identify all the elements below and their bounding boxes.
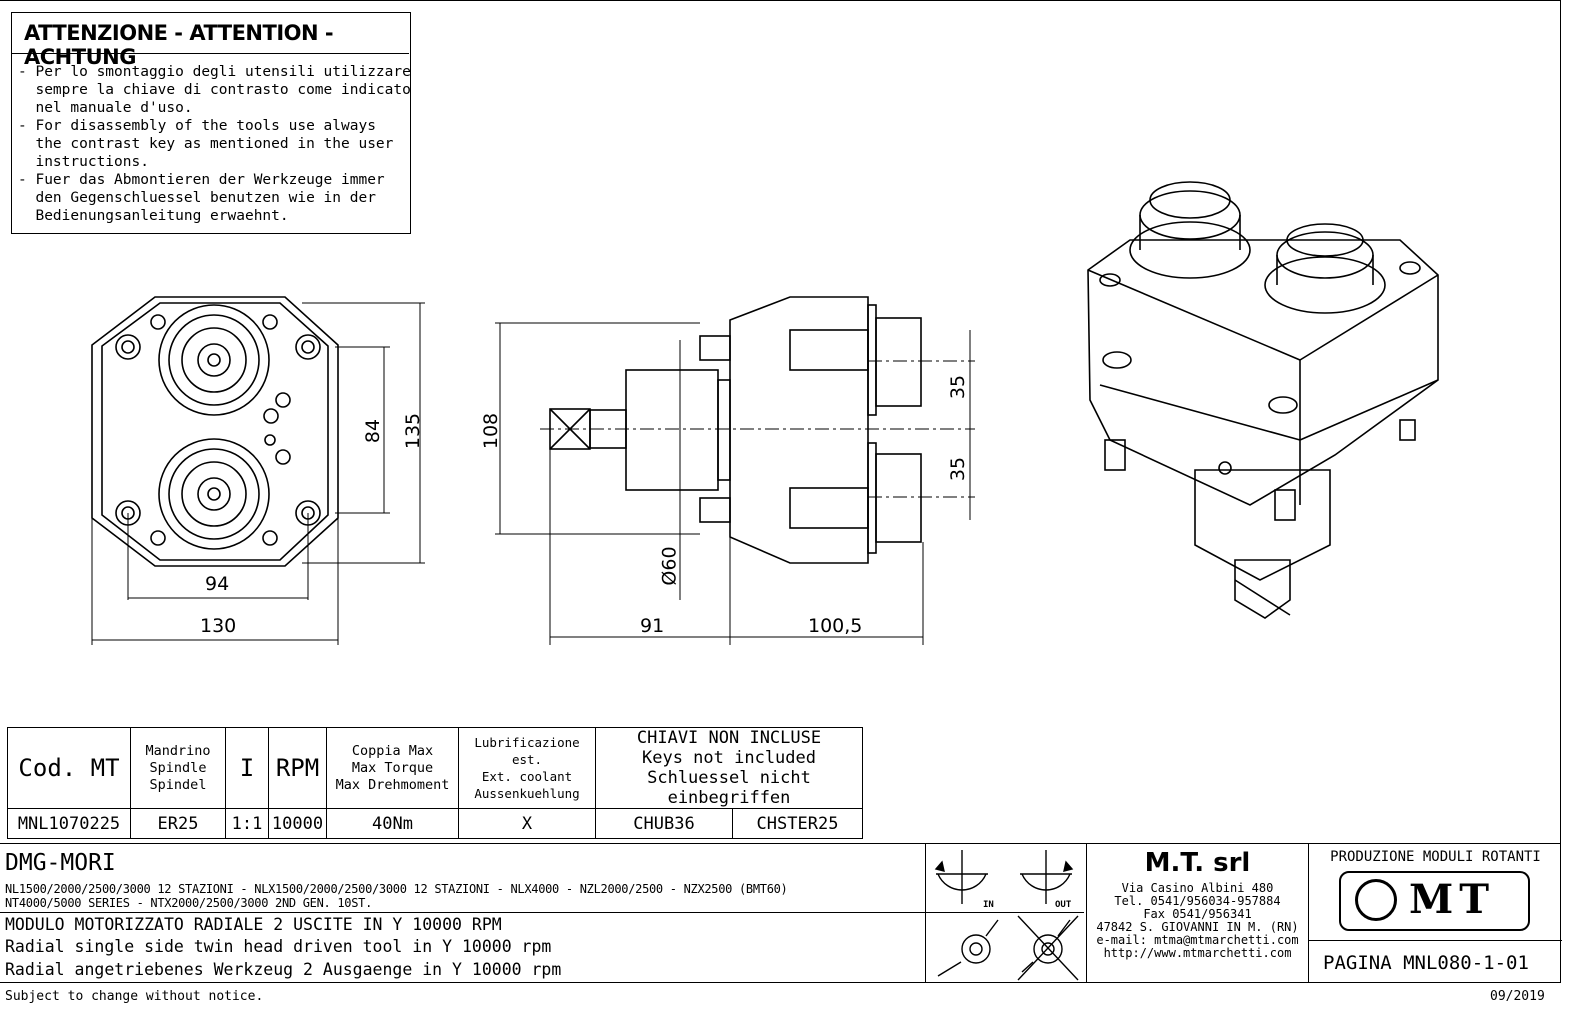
company-block: M.T. srl Via Casino Albini 480 Tel. 0541… [1085,844,1310,982]
company-fax: Fax 0541/956341 [1143,907,1252,921]
warning-line: Bedienungsanleitung erwaehnt. [18,208,289,224]
dim-side-shaft-diameter: Ø60 [658,546,681,586]
cell-spindle: ER25 [130,808,226,839]
spec-table: Cod. MT Mandrino Spindle Spindel I RPM C… [7,727,863,839]
footer-notice: Subject to change without notice. [5,989,264,1004]
description-de: Radial angetriebenes Werkzeug 2 Ausgaeng… [5,960,562,979]
warning-line: - For disassembly of the tools use alway… [18,118,376,134]
dim-side-length-b: 100,5 [808,615,863,637]
header-rpm: RPM [268,727,327,809]
header-ratio: I [225,727,269,809]
table-row: MNL1070225 ER25 1:1 10000 40Nm X CHUB36 … [7,808,863,839]
models-line-2: NT4000/5000 SERIES - NTX2000/2500/3000 2… [5,896,373,910]
header-coolant: Lubrificazione est. Ext. coolant Aussenk… [458,727,596,809]
cell-coolant: X [458,808,596,839]
dim-side-height: 108 [480,412,503,450]
rotation-in-label: IN [983,900,994,910]
logo-text: MT [1409,876,1496,923]
dim-front-height-outer: 135 [402,412,425,450]
company-address: Via Casino Albini 480 [1121,881,1274,895]
rotation-symbols-icon [934,850,1079,981]
cell-key1: CHUB36 [595,808,733,839]
warning-line: sempre la chiave di contrasto come indic… [18,82,411,98]
brand-block: PRODUZIONE MODULI ROTANTI MT PAGINA MNL0… [1308,844,1562,982]
header-spindle: Mandrino Spindle Spindel [130,727,226,809]
warning-text: - Per lo smontaggio degli utensili utili… [18,63,411,225]
footer-date: 09/2019 [1490,989,1545,1004]
isometric-view-drawing [1087,181,1439,619]
warning-box: ATTENZIONE - ATTENTION - ACHTUNG - Per l… [11,12,411,234]
page-number: PAGINA MNL080-1-01 [1323,952,1529,974]
header-code: Cod. MT [7,727,131,809]
dim-side-length-a: 91 [640,615,665,637]
company-city: 47842 S. GIOVANNI IN M. (RN) [1096,920,1299,934]
header-torque: Coppia Max Max Torque Max Drehmoment [326,727,459,809]
title-block: DMG-MORI NL1500/2000/2500/3000 12 STAZIO… [0,843,1562,983]
warning-line: - Fuer das Abmontieren der Werkzeuge imm… [18,172,385,188]
warning-line: nel manuale d'uso. [18,100,193,116]
models-line-1: NL1500/2000/2500/3000 12 STAZIONI - NLX1… [5,882,788,896]
company-email: e-mail: mtma@mtmarchetti.com [1096,933,1299,947]
dim-front-width-inner: 94 [205,573,230,595]
dim-side-offset-top: 35 [947,374,970,400]
warning-line: the contrast key as mentioned in the use… [18,136,394,152]
warning-title-text: ATTENZIONE - ATTENTION - ACHTUNG [24,21,334,69]
logo-gear-icon [1355,879,1397,921]
machine-name: DMG-MORI [5,850,116,876]
dim-front-height-inner: 84 [362,418,385,444]
cell-key2: CHSTER25 [732,808,863,839]
warning-line: den Gegenschluessel benutzen wie in der [18,190,376,206]
warning-title: ATTENZIONE - ATTENTION - ACHTUNG [12,13,409,69]
company-name: M.T. srl [1144,848,1251,878]
dim-front-width-outer: 130 [200,615,237,637]
cell-torque: 40Nm [326,808,459,839]
cell-rpm: 10000 [268,808,327,839]
rotation-out-label: OUT [1055,900,1072,910]
front-view-drawing [91,296,425,645]
desc-divider [0,912,925,913]
dim-side-offset-bottom: 35 [947,456,970,482]
cell-code: MNL1070225 [7,808,131,839]
cell-ratio: 1:1 [225,808,269,839]
table-header-row: Cod. MT Mandrino Spindle Spindel I RPM C… [7,727,863,809]
warning-line: instructions. [18,154,149,170]
logo: MT [1339,871,1530,931]
description-en: Radial single side twin head driven tool… [5,937,552,956]
product-line: PRODUZIONE MODULI ROTANTI [1330,849,1541,865]
warning-line: - Per lo smontaggio degli utensili utili… [18,64,411,80]
header-keys: CHIAVI NON INCLUSE Keys not included Sch… [595,727,863,809]
description-it: MODULO MOTORIZZATO RADIALE 2 USCITE IN Y… [5,915,502,934]
company-phone: Tel. 0541/956034-957884 [1114,894,1281,908]
company-website: http://www.mtmarchetti.com [1103,946,1292,960]
side-view-drawing [495,296,975,645]
rotation-panel: IN OUT [925,844,1087,982]
drawing-frame [0,0,1561,983]
